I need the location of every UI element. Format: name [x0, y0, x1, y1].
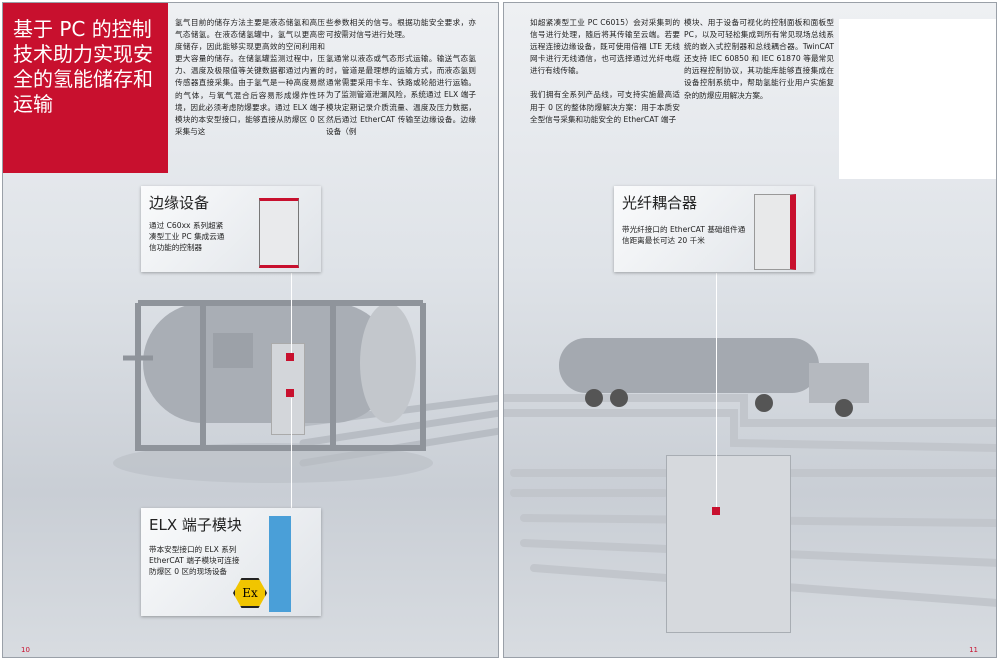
right-column-2: 模块、用于设备可视化的控制面板和面板型 PC，以及可轻松集成到所有常见现场总线系… — [684, 17, 834, 114]
ex-atex-icon: Ex — [233, 578, 267, 608]
page-number: 10 — [21, 646, 30, 654]
callout-title: 边缘设备 — [149, 194, 210, 212]
callout-fiber-coupler: 光纤耦合器 带光纤接口的 EtherCAT 基础组件通信距离最长可达 20 千米 — [614, 186, 814, 272]
paragraph: 氢通常以液态或气态形式运输。输送气态氢时，管道是最理想的运输方式，而液态氢则通常… — [326, 54, 476, 136]
callout-desc: 带本安型接口的 ELX 系列 EtherCAT 端子模块可连接防爆区 0 区的现… — [149, 545, 240, 576]
callout-line — [716, 273, 717, 510]
elx-terminal-image — [269, 516, 291, 612]
left-column-1: 氢气目前的储存方法主要是液态储氢和高压气态储氢。在液态储氢罐中，氢气以更高密度储… — [175, 17, 325, 150]
paragraph: 些参数相关的信号。根据功能安全要求，亦可按需对信号进行处理。 — [326, 18, 476, 40]
callout-line — [291, 398, 292, 510]
right-column-1: 如超紧凑型工业 PC C6015）会对采集到的信号进行处理，随后将其传输至云端。… — [530, 17, 680, 138]
page-title: 基于 PC 的控制技术助力实现安全的氢能储存和运输 — [3, 3, 168, 173]
callout-edge-device: 边缘设备 通过 C60xx 系列超紧凑型工业 PC 集成云通信功能的控制器 — [141, 186, 321, 272]
callout-elx: ELX 端子模块 带本安型接口的 ELX 系列 EtherCAT 端子模块可连接… — [141, 508, 321, 616]
paragraph: 模块、用于设备可视化的控制面板和面板型 PC，以及可轻松集成到所有常见现场总线系… — [684, 18, 834, 100]
paragraph: 如超紧凑型工业 PC C6015）会对采集到的信号进行处理，随后将其传输至云端。… — [530, 18, 680, 76]
marker-elx — [286, 389, 294, 397]
control-cabinet — [666, 455, 791, 633]
callout-desc: 通过 C60xx 系列超紧凑型工业 PC 集成云通信功能的控制器 — [149, 221, 225, 252]
callout-title: 光纤耦合器 — [622, 194, 698, 212]
left-column-2: 些参数相关的信号。根据功能安全要求，亦可按需对信号进行处理。 氢通常以液态或气态… — [326, 17, 476, 150]
callout-line — [291, 273, 292, 358]
callout-title: ELX 端子模块 — [149, 516, 242, 534]
callout-desc: 带光纤接口的 EtherCAT 基础组件通信距离最长可达 20 千米 — [622, 225, 746, 245]
fiber-coupler-image — [754, 194, 796, 270]
right-page: 如超紧凑型工业 PC C6015）会对采集到的信号进行处理，随后将其传输至云端。… — [503, 2, 997, 658]
blank-area — [839, 19, 996, 179]
page-number: 11 — [969, 646, 978, 654]
left-page: 基于 PC 的控制技术助力实现安全的氢能储存和运输 氢气目前的储存方法主要是液态… — [2, 2, 499, 658]
industrial-pc-image — [259, 198, 299, 268]
hydrogen-tank-illustration — [113, 300, 498, 483]
paragraph: 我们拥有全系列产品线，可支持实施最高适用于 0 区的整体防爆解决方案：用于本质安… — [530, 90, 680, 124]
paragraph: 氢气目前的储存方法主要是液态储氢和高压气态储氢。在液态储氢罐中，氢气以更高密度储… — [175, 18, 325, 136]
marker-edge-device — [286, 353, 294, 361]
marker-fiber-coupler — [712, 507, 720, 515]
